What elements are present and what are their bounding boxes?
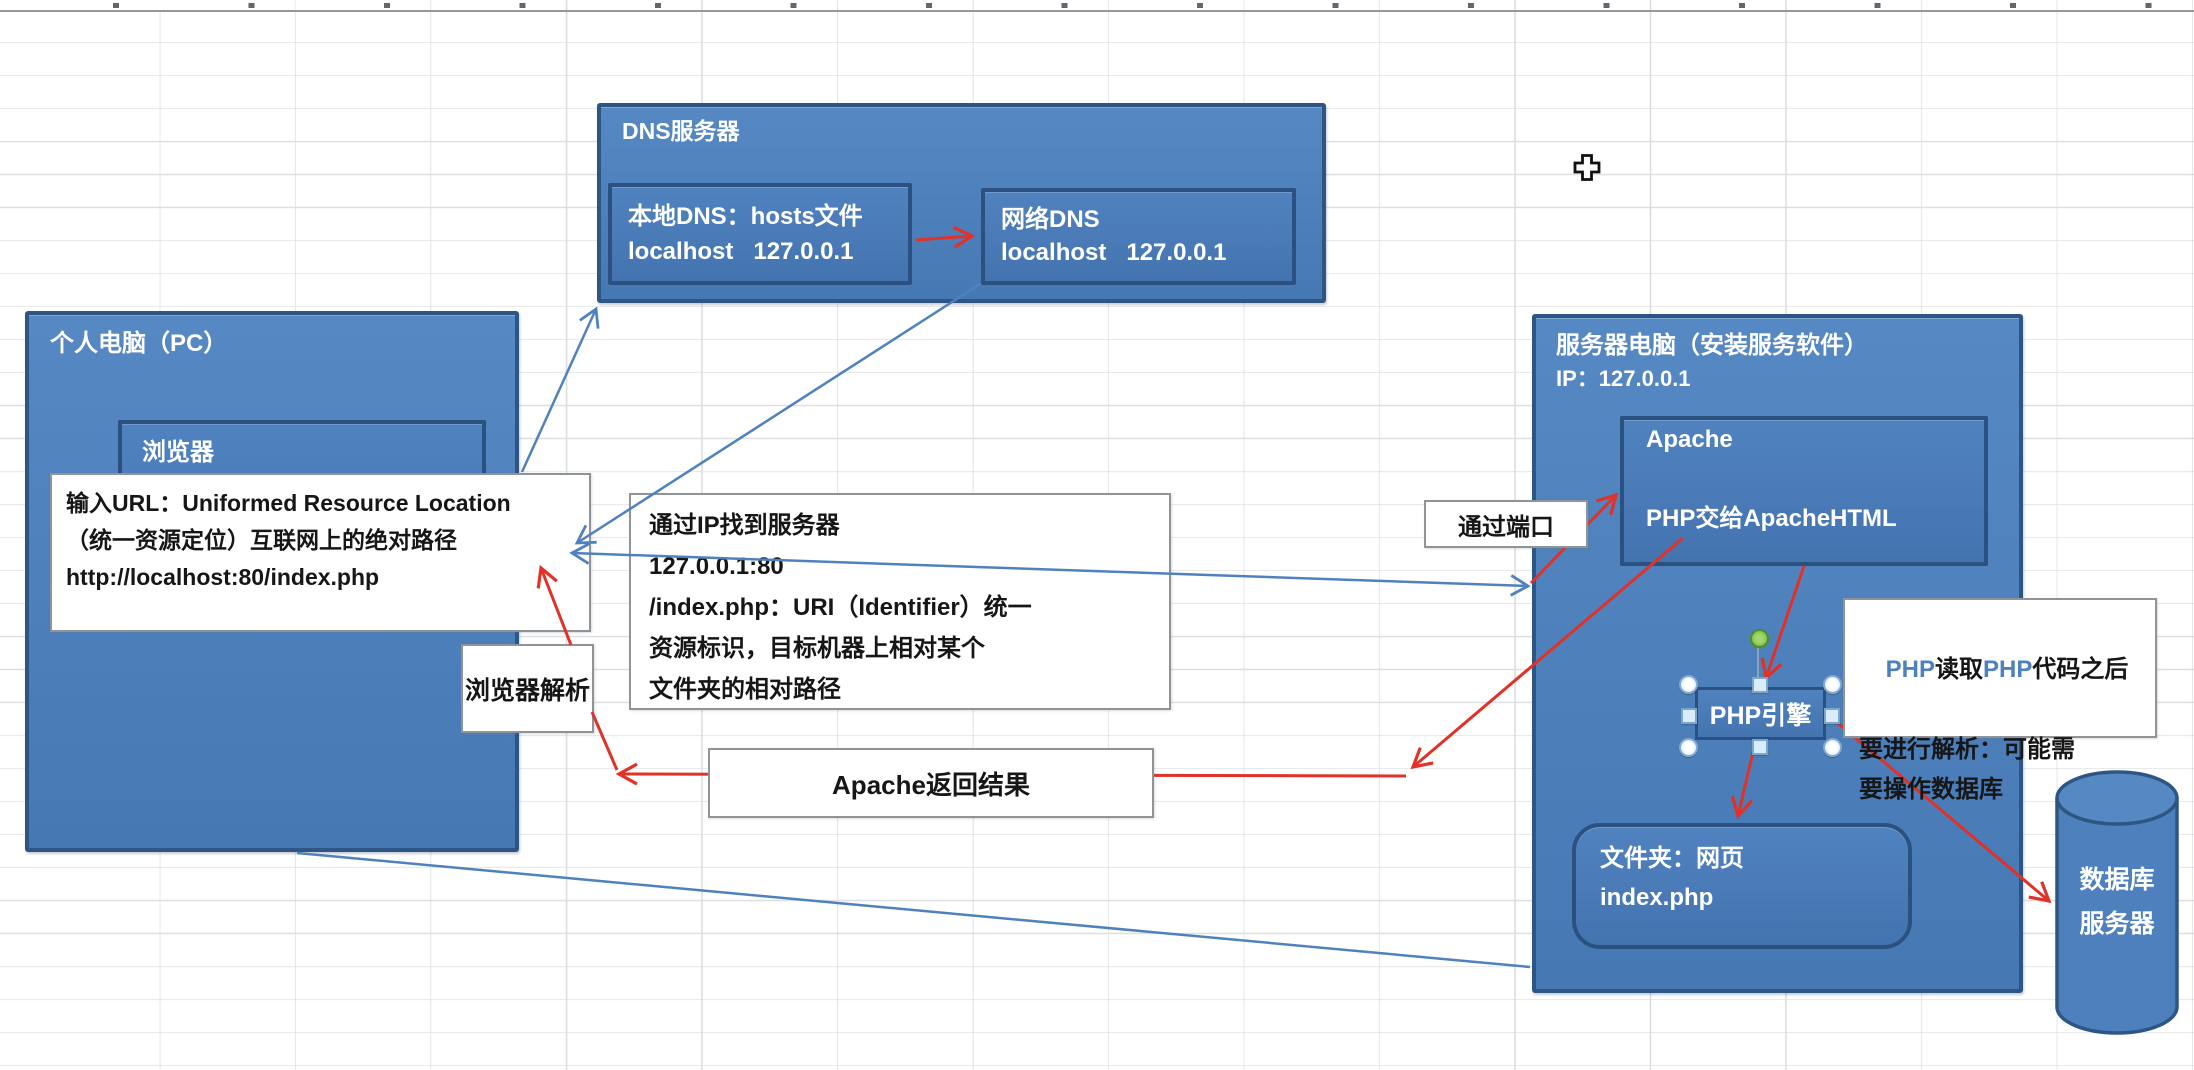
port-label: 通过端口 bbox=[1458, 513, 1554, 541]
selection-handle-bottom-right[interactable] bbox=[1823, 738, 1842, 757]
server-ip: IP：127.0.0.1 bbox=[1556, 366, 1691, 391]
apache-box[interactable] bbox=[1620, 416, 1988, 566]
local-dns-line2: localhost 127.0.0.1 bbox=[628, 238, 854, 265]
ip-note-line4: 资源标识，目标机器上相对某个 bbox=[649, 635, 985, 662]
column-header-strip bbox=[0, 0, 2194, 12]
server-title: 服务器电脑（安装服务软件） bbox=[1556, 332, 1868, 359]
connector-browser-parse-to-return-line[interactable] bbox=[590, 711, 619, 771]
php-engine-box[interactable]: PHP引擎 bbox=[1695, 687, 1826, 740]
selection-handle-bottom-left[interactable] bbox=[1679, 738, 1698, 757]
rotation-handle[interactable] bbox=[1750, 629, 1769, 648]
url-note-line3: http://localhost:80/index.php bbox=[66, 564, 380, 590]
database-label-line1: 数据库 bbox=[2079, 866, 2155, 894]
browser-parse-label: 浏览器解析 bbox=[464, 676, 590, 705]
column-letter-marks bbox=[0, 3, 2194, 8]
apache-php-label: PHP交给ApacheHTML bbox=[1646, 505, 1897, 532]
arrow-php-engine-to-folder[interactable] bbox=[1730, 747, 1756, 820]
selection-handle-top-left[interactable] bbox=[1679, 675, 1698, 694]
database-label-line2: 服务器 bbox=[2079, 910, 2155, 938]
folder-line2: index.php bbox=[1600, 884, 1714, 911]
php-read-php1: PHP bbox=[1885, 656, 1936, 683]
php-read-php2: PHP bbox=[1983, 656, 2033, 683]
apache-return-note[interactable]: Apache返回结果 bbox=[708, 748, 1154, 818]
arrow-dns-to-url-note[interactable] bbox=[574, 282, 981, 545]
arrow-apache-to-php-engine[interactable] bbox=[1760, 565, 1806, 682]
php-read-line3: 要操作数据库 bbox=[1859, 776, 2003, 803]
local-dns-line1: 本地DNS：hosts文件 bbox=[628, 203, 863, 230]
arrow-apache-to-return-junction[interactable] bbox=[1410, 536, 1684, 770]
database-cylinder[interactable] bbox=[2055, 770, 2179, 1035]
arrow-php-engine-to-database[interactable] bbox=[1832, 717, 2052, 904]
network-dns-line1: 网络DNS bbox=[1001, 206, 1100, 233]
url-note[interactable]: 输入URL：Uniformed Resource Location （统一资源定… bbox=[50, 473, 591, 632]
ip-note-line5: 文件夹的相对路径 bbox=[649, 676, 841, 703]
pc-title: 个人电脑（PC） bbox=[50, 330, 228, 357]
ip-note-line3: /index.php：URI（Identifier）统一 bbox=[649, 594, 1032, 621]
php-read-t1: 读取 bbox=[1935, 656, 1984, 683]
arrow-pc-to-server-bottom[interactable] bbox=[296, 851, 1531, 969]
arrow-pc-to-dns[interactable] bbox=[520, 306, 600, 473]
php-read-note[interactable]: PHP读取PHP代码之后 要进行解析：可能需 要操作数据库 bbox=[1843, 598, 2157, 803]
cell-cursor-icon bbox=[1573, 154, 1601, 181]
apache-return-label: Apache返回结果 bbox=[832, 769, 1030, 800]
folder-line1: 文件夹：网页 bbox=[1600, 845, 1744, 872]
browser-label: 浏览器 bbox=[142, 439, 214, 466]
database-label: 数据库 服务器 bbox=[2057, 858, 2177, 946]
apache-label: Apache bbox=[1646, 426, 1733, 453]
url-note-line2: （统一资源定位）互联网上的绝对路径 bbox=[66, 527, 457, 553]
php-read-line2: 要进行解析：可能需 bbox=[1859, 736, 2075, 763]
php-engine-label: PHP引擎 bbox=[1709, 701, 1812, 730]
browser-parse-note[interactable]: 浏览器解析 bbox=[461, 644, 594, 733]
selection-handle-left-middle[interactable] bbox=[1681, 708, 1697, 724]
selection-handle-bottom-middle[interactable] bbox=[1752, 739, 1768, 755]
network-dns-box[interactable] bbox=[981, 188, 1296, 285]
selection-handle-right-middle[interactable] bbox=[1824, 708, 1840, 724]
local-dns-box[interactable] bbox=[608, 183, 912, 285]
network-dns-line2: localhost 127.0.0.1 bbox=[1001, 239, 1227, 266]
selection-handle-top-right[interactable] bbox=[1823, 675, 1842, 694]
arrow-browser-parse-to-url-note[interactable] bbox=[536, 564, 573, 646]
folder-box[interactable] bbox=[1572, 823, 1912, 949]
arrow-local-dns-to-network-dns[interactable] bbox=[915, 225, 976, 249]
url-note-line1: 输入URL：Uniformed Resource Location bbox=[66, 490, 511, 516]
dns-server-title: DNS服务器 bbox=[622, 118, 740, 144]
arrow-url-note-to-server[interactable] bbox=[569, 542, 1531, 597]
php-read-t2: 代码之后 bbox=[2032, 656, 2129, 683]
ip-note-line1: 通过IP找到服务器 bbox=[649, 512, 840, 539]
